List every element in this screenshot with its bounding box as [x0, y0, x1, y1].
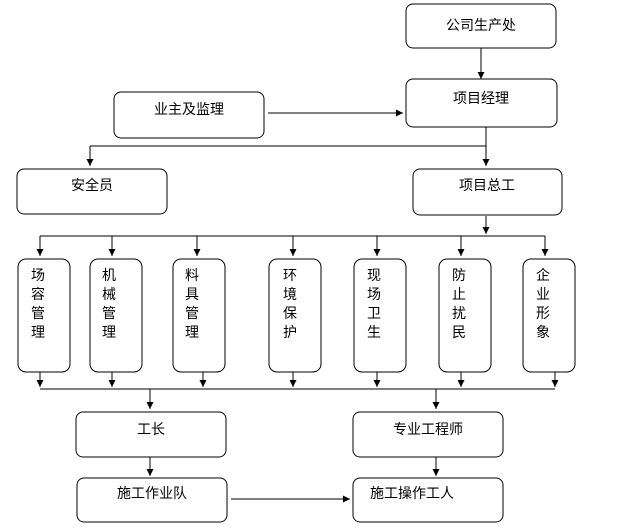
node-chief: 项目总工 — [412, 168, 563, 216]
node-safety: 安全员 — [16, 168, 168, 215]
node-machine: 机械管理 — [89, 258, 143, 373]
svg-text:现场卫生: 现场卫生 — [367, 268, 381, 341]
svg-text:场容管理: 场容管理 — [31, 268, 45, 341]
node-owner: 业主及监理 — [113, 91, 265, 139]
svg-text:业主及监理: 业主及监理 — [154, 102, 224, 118]
node-company: 公司生产处 — [405, 3, 557, 49]
svg-text:企业形象: 企业形象 — [536, 267, 550, 341]
node-engineer: 专业工程师 — [352, 411, 504, 458]
svg-text:料具管理: 料具管理 — [185, 268, 199, 341]
svg-text:项目经理: 项目经理 — [453, 91, 509, 107]
node-image: 企业形象 — [522, 258, 576, 373]
node-team: 施工作业队 — [76, 477, 228, 523]
connectors — [36, 48, 559, 503]
svg-text:专业工程师: 专业工程师 — [393, 422, 463, 438]
node-pm: 项目经理 — [405, 78, 558, 128]
svg-text:防止扰民: 防止扰民 — [452, 268, 466, 341]
svg-text:环境保护: 环境保护 — [283, 268, 297, 341]
node-site: 场容管理 — [17, 258, 71, 373]
svg-text:公司生产处: 公司生产处 — [446, 18, 516, 34]
node-workers: 施工操作工人 — [352, 477, 504, 523]
svg-text:项目总工: 项目总工 — [459, 178, 515, 194]
svg-text:施工操作工人: 施工操作工人 — [370, 486, 454, 502]
node-foreman: 工长 — [75, 411, 227, 458]
svg-text:安全员: 安全员 — [71, 177, 113, 194]
svg-text:施工作业队: 施工作业队 — [117, 486, 187, 502]
node-env: 环境保护 — [268, 258, 322, 373]
node-hygiene: 现场卫生 — [353, 258, 407, 373]
svg-text:机械管理: 机械管理 — [102, 268, 116, 341]
svg-text:工长: 工长 — [137, 422, 165, 438]
node-material: 料具管理 — [172, 258, 226, 373]
node-disturb: 防止扰民 — [438, 258, 492, 373]
